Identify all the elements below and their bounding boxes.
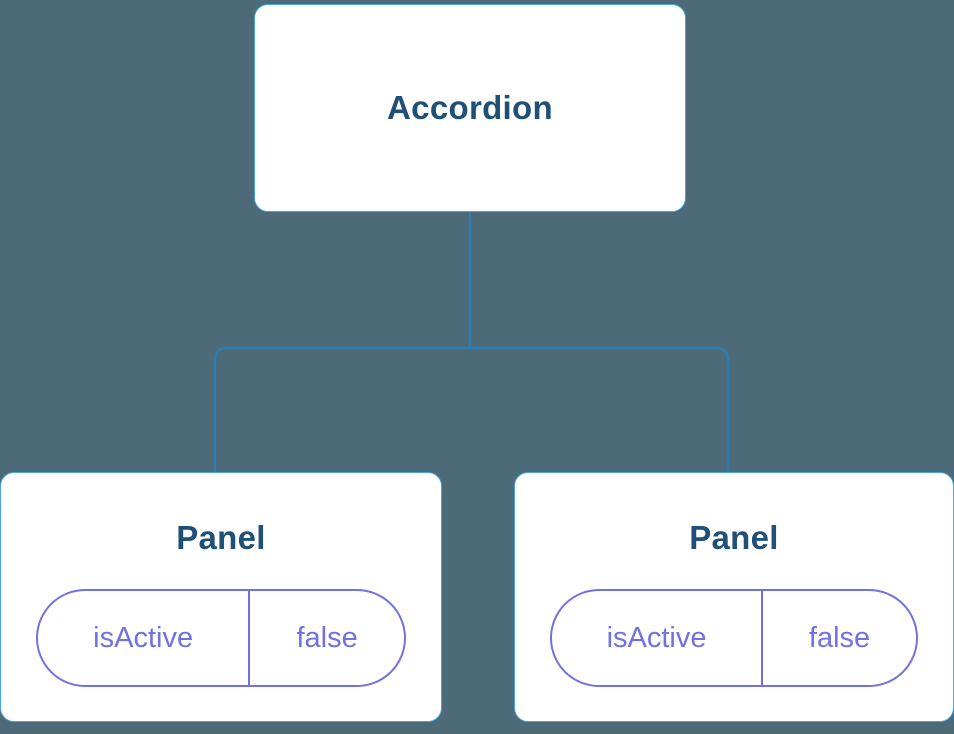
state-pill: isActive false — [550, 589, 918, 687]
panel-node-label: Panel — [689, 519, 779, 556]
state-pill: isActive false — [36, 589, 406, 687]
panel-node-left: Panel isActive false — [0, 472, 442, 722]
accordion-node-label: Accordion — [387, 89, 553, 126]
state-key-label: isActive — [552, 591, 764, 685]
panel-node-label: Panel — [176, 519, 266, 556]
state-value-label: false — [296, 621, 358, 654]
panel-node-right: Panel isActive false — [514, 472, 954, 722]
accordion-node: Accordion — [254, 4, 686, 212]
state-value-label: false — [808, 621, 871, 654]
state-key-label: isActive — [38, 591, 251, 685]
connector-branch — [213, 346, 730, 473]
